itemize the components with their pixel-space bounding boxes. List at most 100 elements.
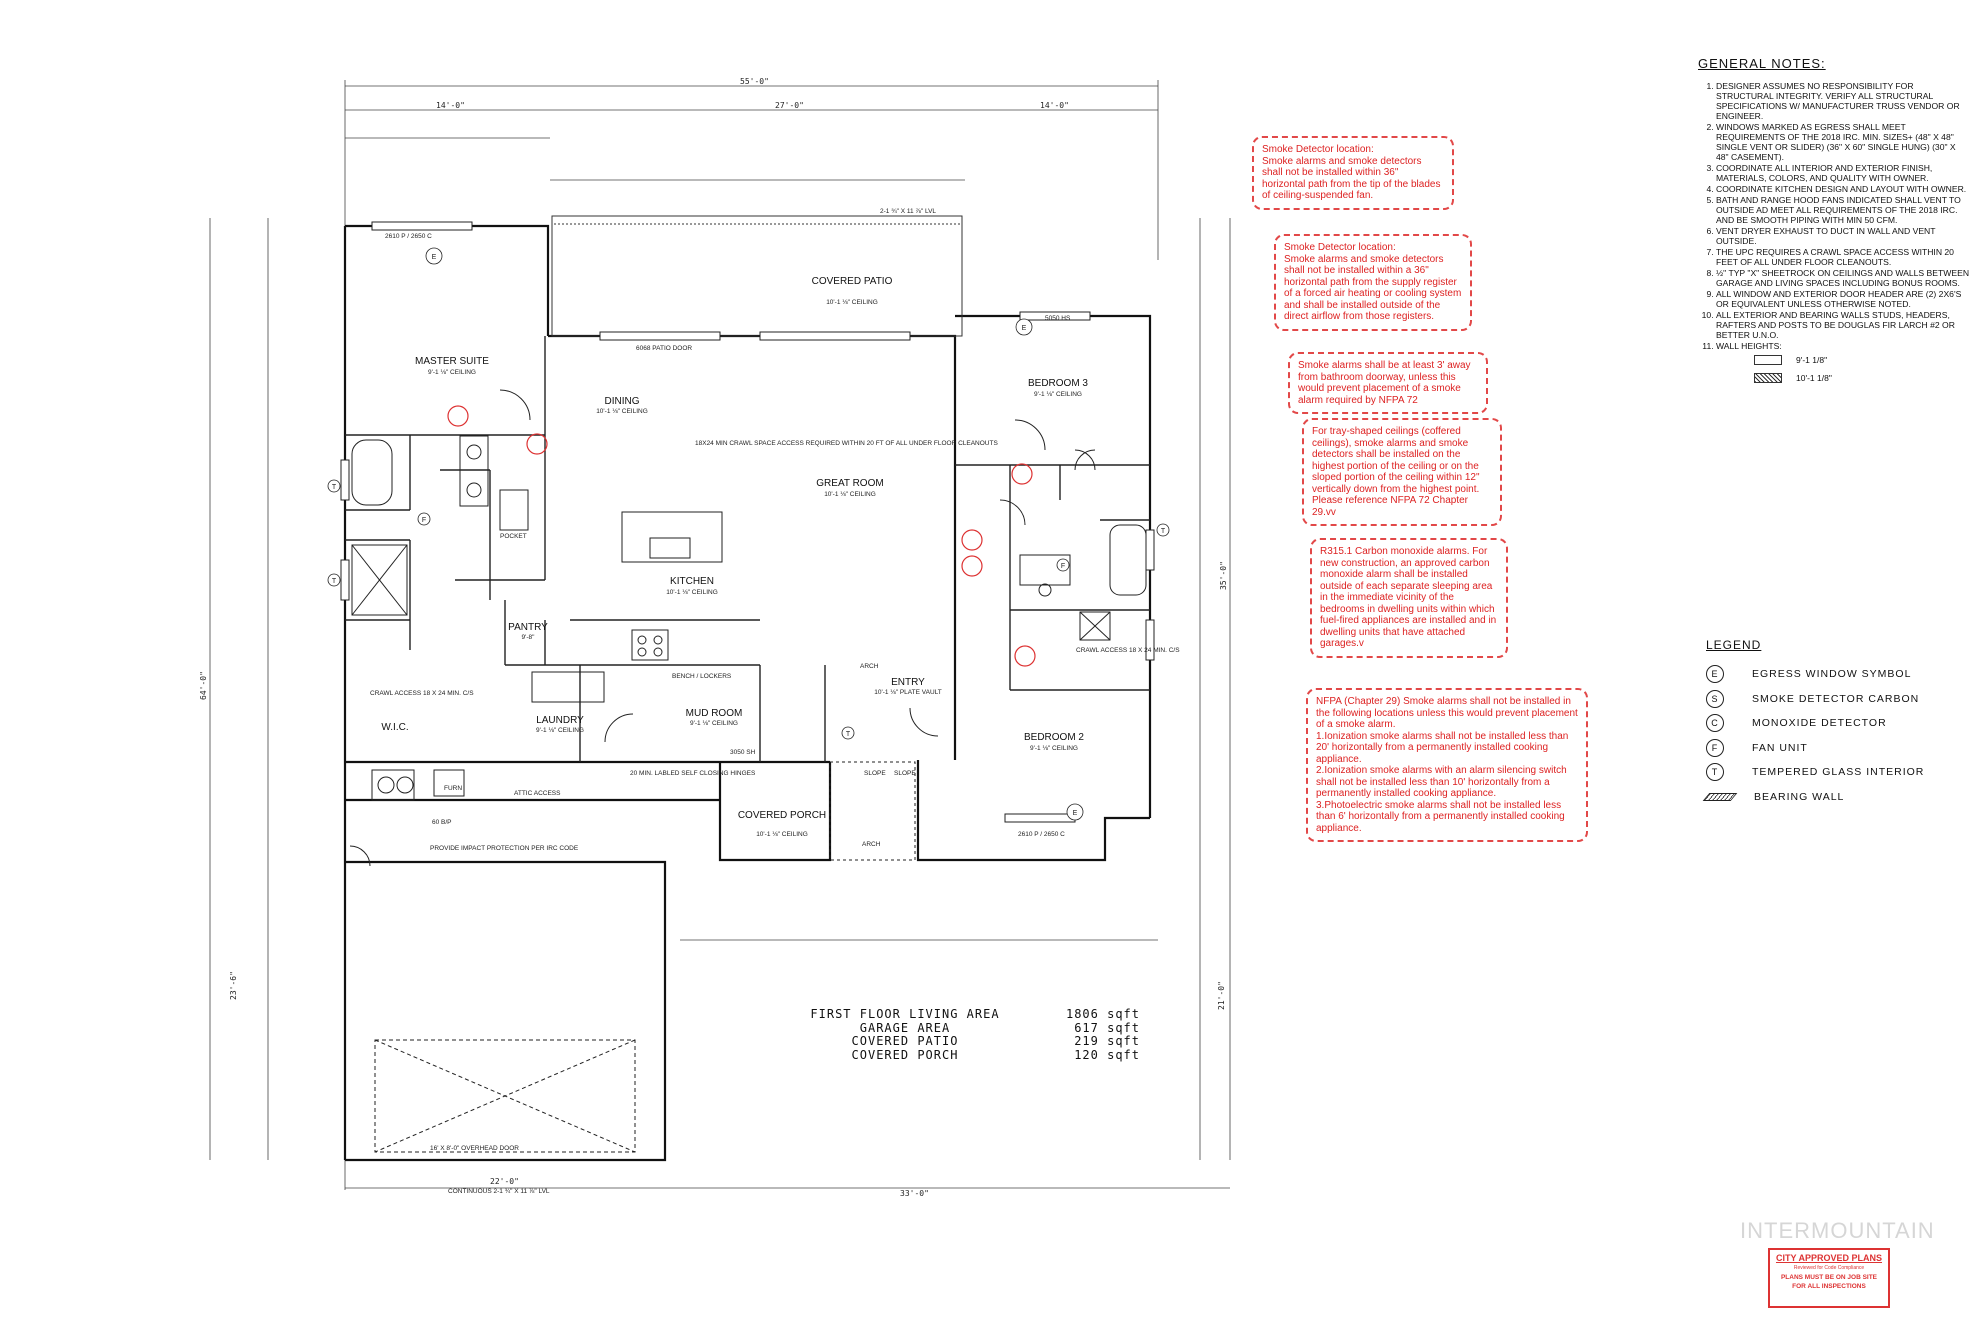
svg-text:64'-0": 64'-0": [199, 671, 208, 700]
general-notes-list: DESIGNER ASSUMES NO RESPONSIBILITY FOR S…: [1698, 81, 1970, 351]
svg-text:10'-1 ⅛" CEILING: 10'-1 ⅛" CEILING: [756, 831, 808, 838]
smoke-note-bathroom: Smoke alarms shall be at least 3' away f…: [1288, 352, 1488, 414]
fan-unit-icon: F: [1706, 738, 1724, 757]
svg-text:POCKET: POCKET: [500, 533, 527, 540]
svg-text:2610 P / 2650 C: 2610 P / 2650 C: [385, 233, 432, 240]
general-note-item: ALL WINDOW AND EXTERIOR DOOR HEADER ARE …: [1716, 289, 1970, 309]
svg-text:T: T: [332, 484, 337, 491]
svg-text:23'-6": 23'-6": [229, 971, 238, 1000]
svg-text:10'-1 ⅛" CEILING: 10'-1 ⅛" CEILING: [666, 589, 718, 596]
svg-text:F: F: [1061, 563, 1065, 570]
room-pantry: PANTRY: [508, 622, 548, 633]
svg-text:9'-1 ⅛" CEILING: 9'-1 ⅛" CEILING: [536, 727, 584, 734]
co-alarm-note: R315.1 Carbon monoxide alarms. For new c…: [1310, 538, 1508, 658]
wall-heights: 9'-1 1/8" 10'-1 1/8": [1754, 355, 1970, 383]
legend-item: BEARING WALL: [1702, 785, 1924, 810]
room-labels: MASTER SUITE 9'-1 ⅛" CEILING DINING 10'-…: [381, 276, 1088, 838]
room-covered-porch: COVERED PORCH: [738, 810, 826, 821]
room-laundry: LAUNDRY: [536, 715, 584, 726]
svg-text:35'-0": 35'-0": [1219, 561, 1228, 590]
svg-text:10'-1 ⅛" PLATE VAULT: 10'-1 ⅛" PLATE VAULT: [874, 689, 942, 696]
general-note-item: THE UPC REQUIRES A CRAWL SPACE ACCESS WI…: [1716, 247, 1970, 267]
svg-text:ARCH: ARCH: [860, 663, 879, 670]
svg-text:E: E: [1022, 325, 1027, 332]
svg-text:PROVIDE IMPACT PROTECTION PER: PROVIDE IMPACT PROTECTION PER IRC CODE: [430, 845, 579, 852]
svg-text:SLOPE: SLOPE: [894, 770, 916, 777]
svg-text:10'-1 ⅛" CEILING: 10'-1 ⅛" CEILING: [826, 299, 878, 306]
svg-text:21'-0": 21'-0": [1217, 981, 1226, 1010]
general-note-item: BATH AND RANGE HOOD FANS INDICATED SHALL…: [1716, 195, 1970, 225]
room-entry: ENTRY: [891, 677, 925, 688]
wall-height-row: 10'-1 1/8": [1754, 373, 1970, 383]
general-note-item: WALL HEIGHTS:: [1716, 341, 1970, 351]
bearing-wall-icon: [1702, 792, 1738, 801]
svg-text:20 MIN. LABLED SELF CLOSING HI: 20 MIN. LABLED SELF CLOSING HINGES: [630, 770, 756, 777]
svg-text:10'-1 ⅛" CEILING: 10'-1 ⅛" CEILING: [596, 408, 648, 415]
general-note-item: COORDINATE ALL INTERIOR AND EXTERIOR FIN…: [1716, 163, 1970, 183]
plan-notes: 6068 PATIO DOOR 18X24 MIN CRAWL SPACE AC…: [370, 208, 1180, 1195]
svg-text:SLOPE: SLOPE: [864, 770, 886, 777]
general-notes: GENERAL NOTES: DESIGNER ASSUMES NO RESPO…: [1698, 56, 1970, 391]
svg-text:9'-1 ⅛" CEILING: 9'-1 ⅛" CEILING: [428, 369, 476, 376]
svg-text:60 B/P: 60 B/P: [432, 819, 452, 826]
svg-text:3050 SH: 3050 SH: [730, 749, 756, 756]
svg-text:14'-0": 14'-0": [1040, 101, 1069, 110]
svg-text:CONTINUOUS 2-1 ¾" X 11 ⅞" LVL: CONTINUOUS 2-1 ¾" X 11 ⅞" LVL: [448, 1188, 550, 1195]
svg-text:ATTIC ACCESS: ATTIC ACCESS: [514, 790, 561, 797]
room-wic: W.I.C.: [381, 722, 408, 733]
svg-text:2-1 ¾" X 11 ⅞" LVL: 2-1 ¾" X 11 ⅞" LVL: [880, 208, 936, 215]
room-mud-room: MUD ROOM: [686, 708, 743, 719]
svg-text:5050 HS: 5050 HS: [1045, 315, 1071, 322]
svg-text:2610 P / 2650 C: 2610 P / 2650 C: [1018, 831, 1065, 838]
dimension-text: 55'-0" 14'-0" 27'-0" 14'-0" 64'-0" 35'-0…: [199, 77, 1228, 1198]
room-master-suite: MASTER SUITE: [415, 356, 489, 367]
room-kitchen: KITCHEN: [670, 576, 714, 587]
svg-text:10'-1 ⅛" CEILING: 10'-1 ⅛" CEILING: [824, 491, 876, 498]
general-note-item: DESIGNER ASSUMES NO RESPONSIBILITY FOR S…: [1716, 81, 1970, 121]
egress-window-icon: E: [1706, 665, 1724, 684]
svg-text:9'-1 ⅛" CEILING: 9'-1 ⅛" CEILING: [690, 720, 738, 727]
smoke-note-register: Smoke Detector location: Smoke alarms an…: [1274, 234, 1472, 331]
room-bedroom-2: BEDROOM 2: [1024, 732, 1084, 743]
svg-text:27'-0": 27'-0": [775, 101, 804, 110]
general-note-item: ALL EXTERIOR AND BEARING WALLS STUDS, HE…: [1716, 310, 1970, 340]
tempered-glass-icon: T: [1706, 763, 1724, 782]
svg-text:16' X 8'-0" OVERHEAD DOOR: 16' X 8'-0" OVERHEAD DOOR: [430, 1145, 519, 1152]
svg-text:ARCH: ARCH: [862, 841, 881, 848]
svg-text:T: T: [332, 578, 337, 585]
svg-text:33'-0": 33'-0": [900, 1189, 929, 1198]
svg-text:T: T: [1161, 528, 1166, 535]
general-note-item: VENT DRYER EXHAUST TO DUCT IN WALL AND V…: [1716, 226, 1970, 246]
smoke-note-fan: Smoke Detector location: Smoke alarms an…: [1252, 136, 1454, 210]
smoke-note-tray-ceiling: For tray-shaped ceilings (coffered ceili…: [1302, 418, 1502, 526]
nfpa-note: NFPA (Chapter 29) Smoke alarms shall not…: [1306, 688, 1588, 842]
room-bedroom-3: BEDROOM 3: [1028, 378, 1088, 389]
general-note-item: ½" TYP "X" SHEETROCK ON CEILINGS AND WAL…: [1716, 268, 1970, 288]
watermark: INTERMOUNTAIN: [1740, 1218, 1935, 1243]
windows: [340, 221, 1155, 823]
room-great-room: GREAT ROOM: [816, 478, 883, 489]
svg-text:9'-1 ⅛" CEILING: 9'-1 ⅛" CEILING: [1034, 391, 1082, 398]
svg-text:FURN: FURN: [444, 785, 462, 792]
covered-patio-outline: [551, 215, 963, 337]
svg-text:6068 PATIO DOOR: 6068 PATIO DOOR: [636, 345, 692, 352]
smoke-detector-markers: [447, 405, 1036, 667]
svg-text:22'-0": 22'-0": [490, 1177, 519, 1186]
svg-text:9'-8": 9'-8": [522, 634, 536, 641]
wall-height-swatch-hatched: [1754, 373, 1782, 383]
general-note-item: WINDOWS MARKED AS EGRESS SHALL MEET REQU…: [1716, 122, 1970, 162]
svg-text:E: E: [432, 254, 437, 261]
svg-text:E: E: [1073, 810, 1078, 817]
room-dining: DINING: [605, 396, 640, 407]
room-covered-patio: COVERED PATIO: [812, 276, 893, 287]
general-note-item: COORDINATE KITCHEN DESIGN AND LAYOUT WIT…: [1716, 184, 1970, 194]
